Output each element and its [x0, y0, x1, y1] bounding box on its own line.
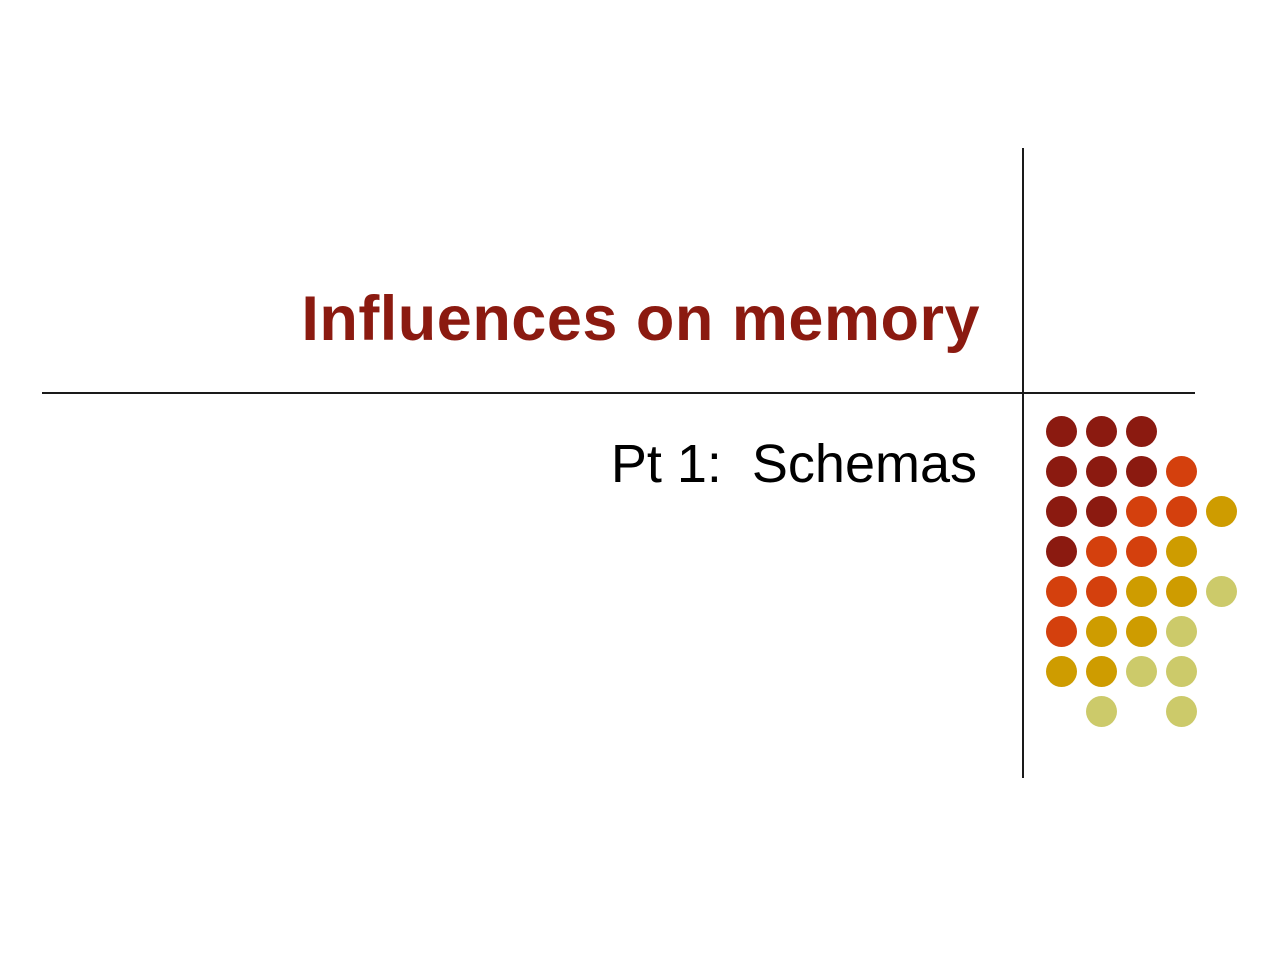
decorative-dot [1046, 656, 1077, 687]
decorative-dot [1086, 496, 1117, 527]
decorative-dot [1086, 536, 1117, 567]
decorative-dot [1086, 576, 1117, 607]
decorative-dot [1046, 536, 1077, 567]
decorative-dot [1086, 616, 1117, 647]
decorative-dot [1126, 456, 1157, 487]
horizontal-divider-line [42, 392, 1195, 394]
decorative-dot [1166, 456, 1197, 487]
decorative-dot [1086, 656, 1117, 687]
decorative-dot [1046, 496, 1077, 527]
decorative-dot [1166, 656, 1197, 687]
decorative-dot [1046, 616, 1077, 647]
decorative-dot [1126, 576, 1157, 607]
decorative-dot [1046, 456, 1077, 487]
slide-subtitle: Pt 1: Schemas [610, 434, 977, 494]
decorative-dot [1126, 656, 1157, 687]
decorative-dot [1126, 496, 1157, 527]
decorative-dot [1046, 416, 1077, 447]
slide-title: Influences on memory [301, 284, 980, 354]
decorative-dot-grid [1046, 416, 1280, 746]
decorative-dot [1086, 456, 1117, 487]
decorative-dot [1206, 576, 1237, 607]
decorative-dot [1126, 536, 1157, 567]
decorative-dot [1046, 576, 1077, 607]
decorative-dot [1086, 416, 1117, 447]
decorative-dot [1086, 696, 1117, 727]
decorative-dot [1166, 576, 1197, 607]
decorative-dot [1126, 416, 1157, 447]
decorative-dot [1166, 496, 1197, 527]
decorative-dot [1126, 616, 1157, 647]
vertical-divider-line [1022, 148, 1024, 778]
decorative-dot [1206, 496, 1237, 527]
decorative-dot [1166, 536, 1197, 567]
decorative-dot [1166, 616, 1197, 647]
decorative-dot [1166, 696, 1197, 727]
